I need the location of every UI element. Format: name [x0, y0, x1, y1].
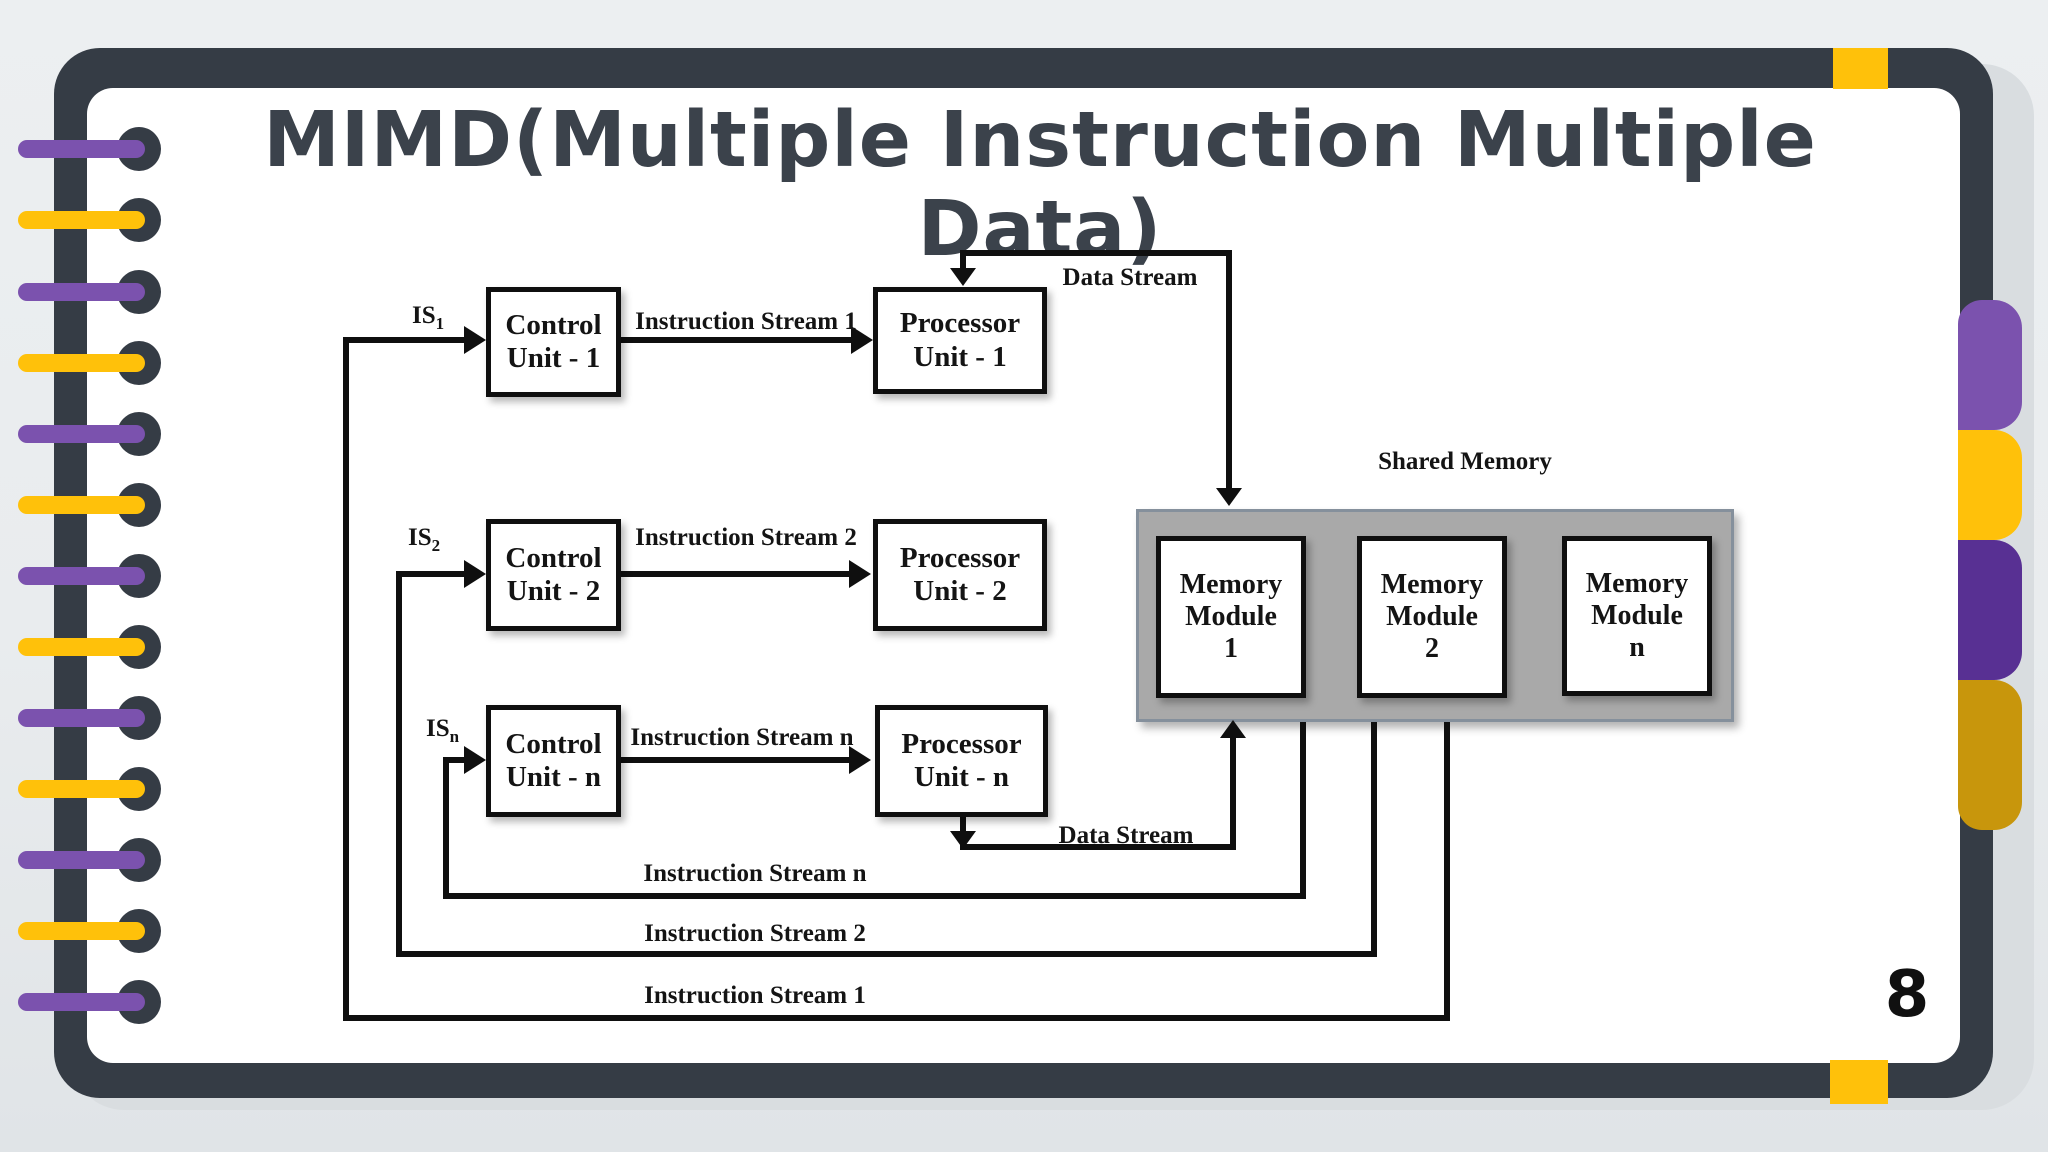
- page-number: 8: [1884, 958, 1930, 1032]
- ring-bar-icon: [18, 140, 145, 158]
- spiral-ring: [18, 198, 161, 242]
- yellow-tab-top: [1833, 48, 1888, 89]
- ring-bar-icon: [18, 851, 145, 869]
- ring-bar-icon: [18, 709, 145, 727]
- ring-bar-icon: [18, 354, 145, 372]
- memory-module-2-box: Memory Module 2: [1357, 536, 1507, 698]
- feedback-label-n: Instruction Stream n: [643, 860, 867, 887]
- ring-bar-icon: [18, 211, 145, 229]
- feedback-line-1-vertical: [1444, 722, 1450, 1021]
- accent-bar-dark-purple: [1958, 540, 2022, 680]
- feedback-label-2: Instruction Stream 2: [644, 920, 866, 947]
- spiral-ring: [18, 554, 161, 598]
- control-unit-1-box: Control Unit - 1: [486, 287, 621, 397]
- row1-stream-arrowhead: [851, 326, 873, 354]
- data-stream-bottom-arrowhead-memory: [1220, 720, 1246, 738]
- is1-arrowhead: [464, 326, 486, 354]
- data-stream-top-label: Data Stream: [1062, 264, 1198, 291]
- spiral-ring: [18, 909, 161, 953]
- is2-vertical: [396, 571, 402, 957]
- row1-stream-label: Instruction Stream 1: [635, 308, 857, 335]
- row3-stream-arrowhead: [849, 746, 871, 774]
- feedback-line-2: [396, 951, 1377, 957]
- feedback-label-1: Instruction Stream 1: [644, 982, 866, 1009]
- row3-stream-line: [620, 757, 852, 763]
- spiral-ring: [18, 341, 161, 385]
- spiral-ring: [18, 412, 161, 456]
- yellow-tab-bottom: [1830, 1060, 1888, 1104]
- row2-stream-line: [619, 571, 854, 577]
- accent-bar-yellow: [1958, 430, 2022, 540]
- ring-bar-icon: [18, 922, 145, 940]
- data-stream-bottom-vertical: [1230, 738, 1236, 847]
- data-stream-bottom-stub: [960, 817, 966, 833]
- ring-bar-icon: [18, 780, 145, 798]
- is2-entry-line: [396, 571, 467, 577]
- data-stream-top-stub: [960, 250, 966, 276]
- ring-bar-icon: [18, 425, 145, 443]
- data-stream-top-horizontal: [960, 250, 1232, 256]
- is1-label: IS1: [412, 302, 445, 333]
- processor-unit-1-box: Processor Unit - 1: [873, 287, 1047, 394]
- row2-stream-arrowhead: [849, 560, 871, 588]
- data-stream-top-vertical: [1226, 250, 1232, 490]
- isn-label: ISn: [426, 715, 460, 746]
- row1-stream-line: [621, 337, 856, 343]
- accent-bar-gold: [1958, 680, 2022, 830]
- feedback-line-2-vertical: [1371, 722, 1377, 957]
- spiral-ring: [18, 270, 161, 314]
- row3-stream-label: Instruction Stream n: [630, 724, 854, 751]
- is2-arrowhead: [464, 560, 486, 588]
- data-stream-top-arrowhead-memory: [1216, 488, 1242, 506]
- isn-arrowhead: [464, 746, 486, 774]
- spiral-ring: [18, 483, 161, 527]
- spiral-ring: [18, 838, 161, 882]
- data-stream-bottom-horizontal: [960, 844, 1236, 850]
- feedback-line-n-vertical: [1300, 722, 1306, 899]
- is1-vertical: [343, 337, 349, 1021]
- ring-bar-icon: [18, 283, 145, 301]
- isn-entry-line: [443, 757, 467, 763]
- data-stream-top-arrowhead-pu1: [950, 268, 976, 286]
- memory-module-n-box: Memory Module n: [1562, 536, 1712, 696]
- feedback-line-n: [443, 893, 1306, 899]
- control-unit-2-box: Control Unit - 2: [486, 519, 621, 631]
- feedback-line-1: [343, 1015, 1450, 1021]
- spiral-ring: [18, 127, 161, 171]
- control-unit-n-box: Control Unit - n: [486, 705, 621, 817]
- data-stream-bottom-label: Data Stream: [1058, 822, 1194, 849]
- is1-entry-line: [343, 337, 467, 343]
- spiral-ring: [18, 980, 161, 1024]
- ring-bar-icon: [18, 567, 145, 585]
- page-title: MIMD(Multiple Instruction Multiple Data): [263, 96, 1817, 274]
- isn-vertical: [443, 757, 449, 899]
- processor-unit-2-box: Processor Unit - 2: [873, 519, 1047, 631]
- ring-bar-icon: [18, 993, 145, 1011]
- spiral-ring: [18, 767, 161, 811]
- spiral-ring: [18, 625, 161, 669]
- row2-stream-label: Instruction Stream 2: [635, 524, 857, 551]
- processor-unit-n-box: Processor Unit - n: [875, 705, 1048, 817]
- accent-bar-purple: [1958, 300, 2022, 430]
- ring-bar-icon: [18, 496, 145, 514]
- spiral-ring: [18, 696, 161, 740]
- memory-module-1-box: Memory Module 1: [1156, 536, 1306, 698]
- ring-bar-icon: [18, 638, 145, 656]
- is2-label: IS2: [408, 524, 441, 555]
- shared-memory-label: Shared Memory: [1378, 448, 1552, 475]
